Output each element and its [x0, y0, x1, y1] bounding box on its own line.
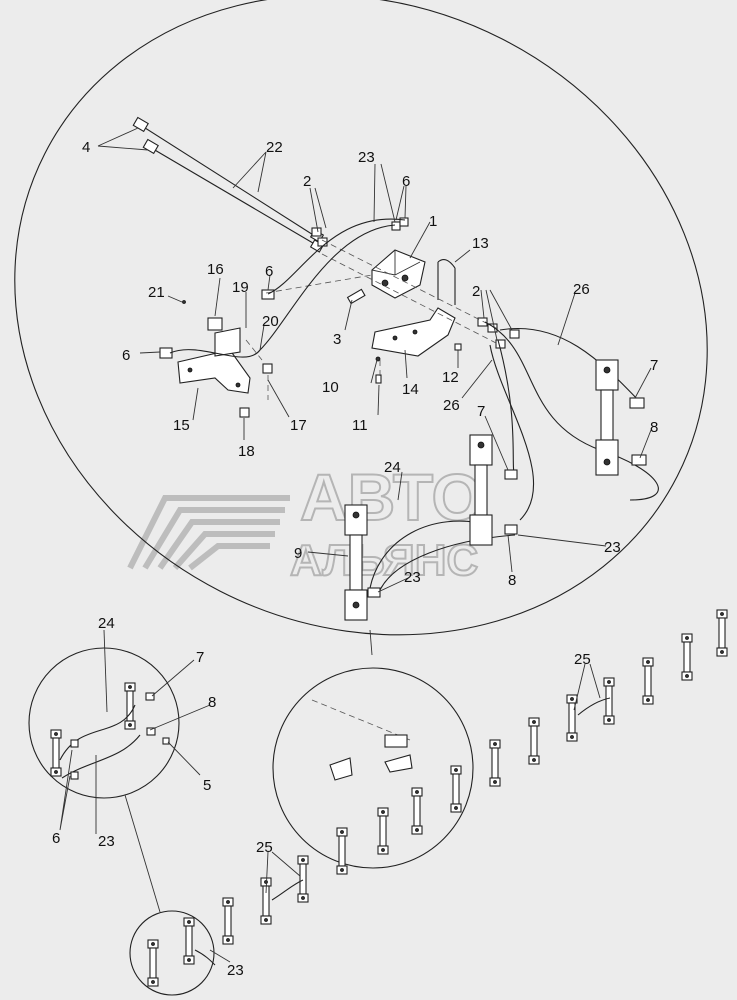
- callout-6-left: 6: [122, 347, 130, 364]
- callout-24-detail: 24: [98, 615, 115, 632]
- watermark-logo: [127, 495, 290, 571]
- callout-7-right: 7: [650, 357, 658, 374]
- callout-17: 17: [290, 417, 307, 434]
- callout-2-right: 2: [472, 283, 480, 300]
- callout-1: 1: [429, 213, 437, 230]
- callout-21: 21: [148, 284, 165, 301]
- callout-10: 10: [322, 379, 339, 396]
- callout-7-middle: 7: [477, 403, 485, 420]
- watermark: АВТО АЛЬЯНС: [127, 459, 484, 586]
- detail-small-contents: [147, 917, 216, 987]
- callout-23-top: 23: [358, 149, 375, 166]
- callout-19: 19: [232, 279, 249, 296]
- leader-lines: [59, 127, 652, 963]
- mounting-plate-14: [371, 307, 456, 357]
- callout-15: 15: [173, 417, 190, 434]
- callout-26-left: 26: [443, 397, 460, 414]
- callout-26-right: 26: [573, 281, 590, 298]
- callout-25-left: 25: [256, 839, 273, 856]
- leader-left-to-small: [124, 794, 161, 913]
- callout-labels: 1 2 2 3 4 5 6 6 6 6 7 7 7 8 8 8 9 10 11 …: [52, 139, 658, 979]
- callout-24-main: 24: [384, 459, 401, 476]
- u-bolt-13: [437, 259, 456, 305]
- callout-22: 22: [266, 139, 283, 156]
- callout-13: 13: [472, 235, 489, 252]
- callout-5: 5: [203, 777, 211, 794]
- callout-9: 9: [294, 545, 302, 562]
- hydraulic-cylinder-9: [344, 504, 381, 621]
- callout-8-detail: 8: [208, 694, 216, 711]
- callout-4: 4: [82, 139, 90, 156]
- callout-3: 3: [333, 331, 341, 348]
- callout-16: 16: [207, 261, 224, 278]
- bracket-15: [177, 327, 251, 394]
- watermark-line1: АВТО: [300, 460, 483, 534]
- callout-20: 20: [262, 313, 279, 330]
- callout-8-right: 8: [650, 419, 658, 436]
- callout-23-bottom: 23: [227, 962, 244, 979]
- callout-23-right: 23: [604, 539, 621, 556]
- hydraulic-cylinder-right: [595, 359, 647, 476]
- valve-block-1: [371, 217, 426, 299]
- detail-circle-small: [129, 910, 215, 996]
- callout-25-right: 25: [574, 651, 591, 668]
- callout-6-mid: 6: [265, 263, 273, 280]
- field-cylinders: [222, 609, 728, 945]
- callout-23-detail: 23: [98, 833, 115, 850]
- overview-contents: [311, 699, 462, 875]
- callout-14: 14: [402, 381, 419, 398]
- leader-ellipse-to-overview: [369, 629, 373, 656]
- detail-circle-overview: [272, 667, 474, 869]
- callout-18: 18: [238, 443, 255, 460]
- callout-7-detail: 7: [196, 649, 204, 666]
- callout-2-upper: 2: [303, 173, 311, 190]
- detail-ellipse: [14, 0, 708, 636]
- callout-6-top: 6: [402, 173, 410, 190]
- watermark-line2: АЛЬЯНС: [290, 536, 478, 585]
- detail-left-contents: [50, 682, 170, 780]
- detail-circle-left: [28, 647, 180, 799]
- callout-12: 12: [442, 369, 459, 386]
- small-fittings: [159, 227, 520, 418]
- callout-11: 11: [352, 417, 368, 434]
- callout-23-cylinder9: 23: [404, 569, 421, 586]
- pipe-22: [132, 116, 325, 253]
- callout-6-detail: 6: [52, 830, 60, 847]
- assembly-centerlines: [245, 239, 501, 400]
- callout-8-middle: 8: [508, 572, 516, 589]
- hydraulic-cylinder-middle: [469, 434, 518, 546]
